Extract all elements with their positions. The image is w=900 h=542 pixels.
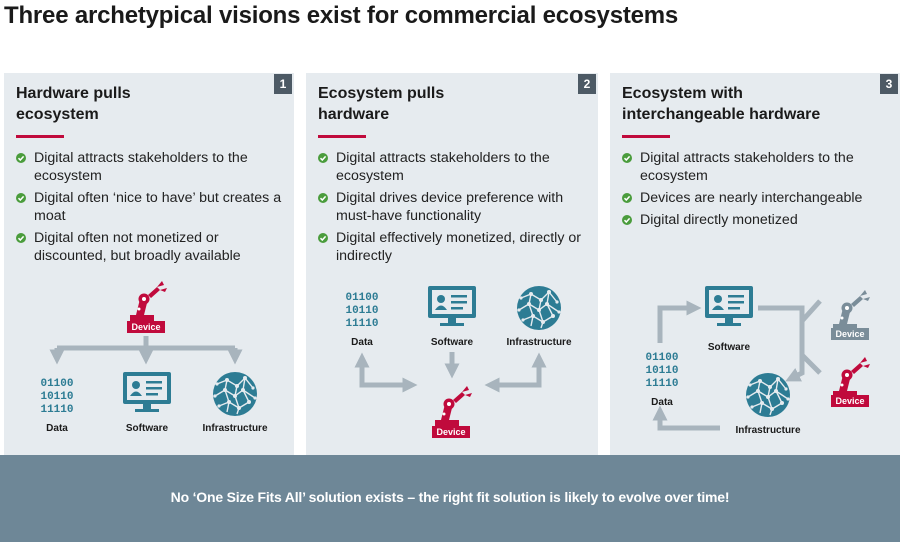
- bullet-item: Digital often ‘nice to have’ but creates…: [16, 189, 288, 225]
- panel-title: Hardware pulls ecosystem: [16, 83, 246, 125]
- binary-line: 10110: [645, 365, 678, 377]
- panel-title-line: interchangeable hardware: [622, 106, 821, 123]
- bullet-text: Digital attracts stakeholders to the eco…: [34, 150, 248, 184]
- panel-title-line: Ecosystem with: [622, 85, 743, 102]
- bullet-text: Digital often not monetized or discounte…: [34, 230, 241, 264]
- software-label: Software: [708, 342, 751, 353]
- bullet-list: Digital attracts stakeholders to the eco…: [16, 149, 288, 269]
- binary-line: 01100: [645, 352, 678, 364]
- bullet-item: Digital effectively monetized, directly …: [318, 229, 590, 265]
- bullet-list: Digital attracts stakeholders to the eco…: [318, 149, 590, 269]
- bullet-item: Devices are nearly interchangeable: [622, 189, 894, 207]
- panel-title-line: Ecosystem pulls: [318, 85, 445, 102]
- panel-number-badge: 2: [578, 74, 596, 94]
- bullet-text: Digital often ‘nice to have’ but creates…: [34, 190, 282, 224]
- data-label: Data: [651, 397, 673, 408]
- accent-rule: [318, 135, 366, 138]
- software-monitor-icon: [705, 286, 753, 326]
- binary-line: 01100: [40, 378, 73, 390]
- device-label: Device: [436, 427, 465, 437]
- conclusion-banner: No ‘One Size Fits All’ solution exists –…: [0, 455, 900, 542]
- binary-line: 01100: [345, 292, 378, 304]
- device-label: Device: [835, 396, 864, 406]
- data-label: Data: [351, 337, 373, 348]
- software-monitor-icon: [428, 286, 476, 326]
- binary-line: 11110: [40, 404, 73, 416]
- binary-line: 10110: [345, 305, 378, 317]
- panel-title: Ecosystem with interchangeable hardware: [622, 83, 852, 125]
- binary-line: 10110: [40, 391, 73, 403]
- bullet-text: Digital directly monetized: [640, 212, 798, 228]
- bullet-item: Digital attracts stakeholders to the eco…: [16, 149, 288, 185]
- bullet-text: Digital attracts stakeholders to the eco…: [336, 150, 550, 184]
- software-label: Software: [431, 337, 474, 348]
- device-label-box: [831, 328, 869, 340]
- panel-ecosystem-pulls-hardware: 2 Ecosystem pulls hardware Digital attra…: [306, 73, 598, 455]
- bullet-text: Devices are nearly interchangeable: [640, 190, 863, 206]
- infrastructure-globe-icon: [212, 371, 258, 417]
- robot-arm-icon: [130, 281, 167, 321]
- ecosystem-pulls-diagram: 01100 10110 11110 Data Software Infrastr…: [345, 285, 572, 438]
- panel-title-line: hardware: [318, 106, 390, 123]
- hardware-pulls-diagram: Device 01100 10110 11110 Data Software I…: [40, 281, 268, 434]
- infrastructure-label: Infrastructure: [506, 337, 571, 348]
- binary-line: 11110: [345, 318, 378, 330]
- infrastructure-label: Infrastructure: [202, 423, 267, 434]
- device-label-box: [127, 321, 165, 333]
- panel-hardware-pulls-ecosystem: 1 Hardware pulls ecosystem Digital attra…: [4, 73, 294, 455]
- panel-title-line: Hardware pulls: [16, 85, 131, 102]
- binary-data-icon: 01100 10110 11110: [345, 292, 378, 330]
- bullet-text: Digital attracts stakeholders to the eco…: [640, 150, 854, 184]
- bullet-item: Digital often not monetized or discounte…: [16, 229, 288, 265]
- accent-rule: [622, 135, 670, 138]
- banner-text: No ‘One Size Fits All’ solution exists –…: [170, 489, 730, 505]
- cycle-arrows: [652, 299, 822, 431]
- flow-arrows: [49, 336, 243, 365]
- software-label: Software: [126, 423, 169, 434]
- infrastructure-label: Infrastructure: [735, 425, 800, 436]
- flow-arrows: [354, 352, 547, 393]
- panel-interchangeable-hardware: 3 Ecosystem with interchangeable hardwar…: [610, 73, 900, 455]
- bullet-list: Digital attracts stakeholders to the eco…: [622, 149, 894, 233]
- binary-data-icon: 01100 10110 11110: [40, 378, 73, 416]
- robot-arm-icon: [833, 290, 870, 330]
- infrastructure-globe-icon: [516, 285, 562, 331]
- device-label-box: [432, 426, 470, 438]
- panel-number-badge: 1: [274, 74, 292, 94]
- bullet-text: Digital effectively monetized, directly …: [336, 230, 581, 264]
- robot-arm-icon: [435, 386, 472, 426]
- device-label: Device: [835, 329, 864, 339]
- page-title: Three archetypical visions exist for com…: [4, 2, 679, 29]
- device-label: Device: [131, 322, 160, 332]
- robot-arm-icon: [833, 357, 870, 397]
- infrastructure-globe-icon: [745, 372, 791, 418]
- bullet-text: Digital drives device preference with mu…: [336, 190, 564, 224]
- panel-title: Ecosystem pulls hardware: [318, 83, 548, 125]
- panel-number-badge: 3: [880, 74, 898, 94]
- accent-rule: [16, 135, 64, 138]
- device-label-box: [831, 395, 869, 407]
- binary-data-icon: 01100 10110 11110: [645, 352, 678, 390]
- bullet-item: Digital directly monetized: [622, 211, 894, 229]
- bullet-item: Digital drives device preference with mu…: [318, 189, 590, 225]
- interchangeable-hardware-diagram: Software 01100 10110 11110 Data Infrastr…: [645, 286, 870, 436]
- binary-line: 11110: [645, 378, 678, 390]
- bullet-item: Digital attracts stakeholders to the eco…: [318, 149, 590, 185]
- panel-title-line: ecosystem: [16, 106, 99, 123]
- software-monitor-icon: [123, 372, 171, 412]
- data-label: Data: [46, 423, 68, 434]
- bullet-item: Digital attracts stakeholders to the eco…: [622, 149, 894, 185]
